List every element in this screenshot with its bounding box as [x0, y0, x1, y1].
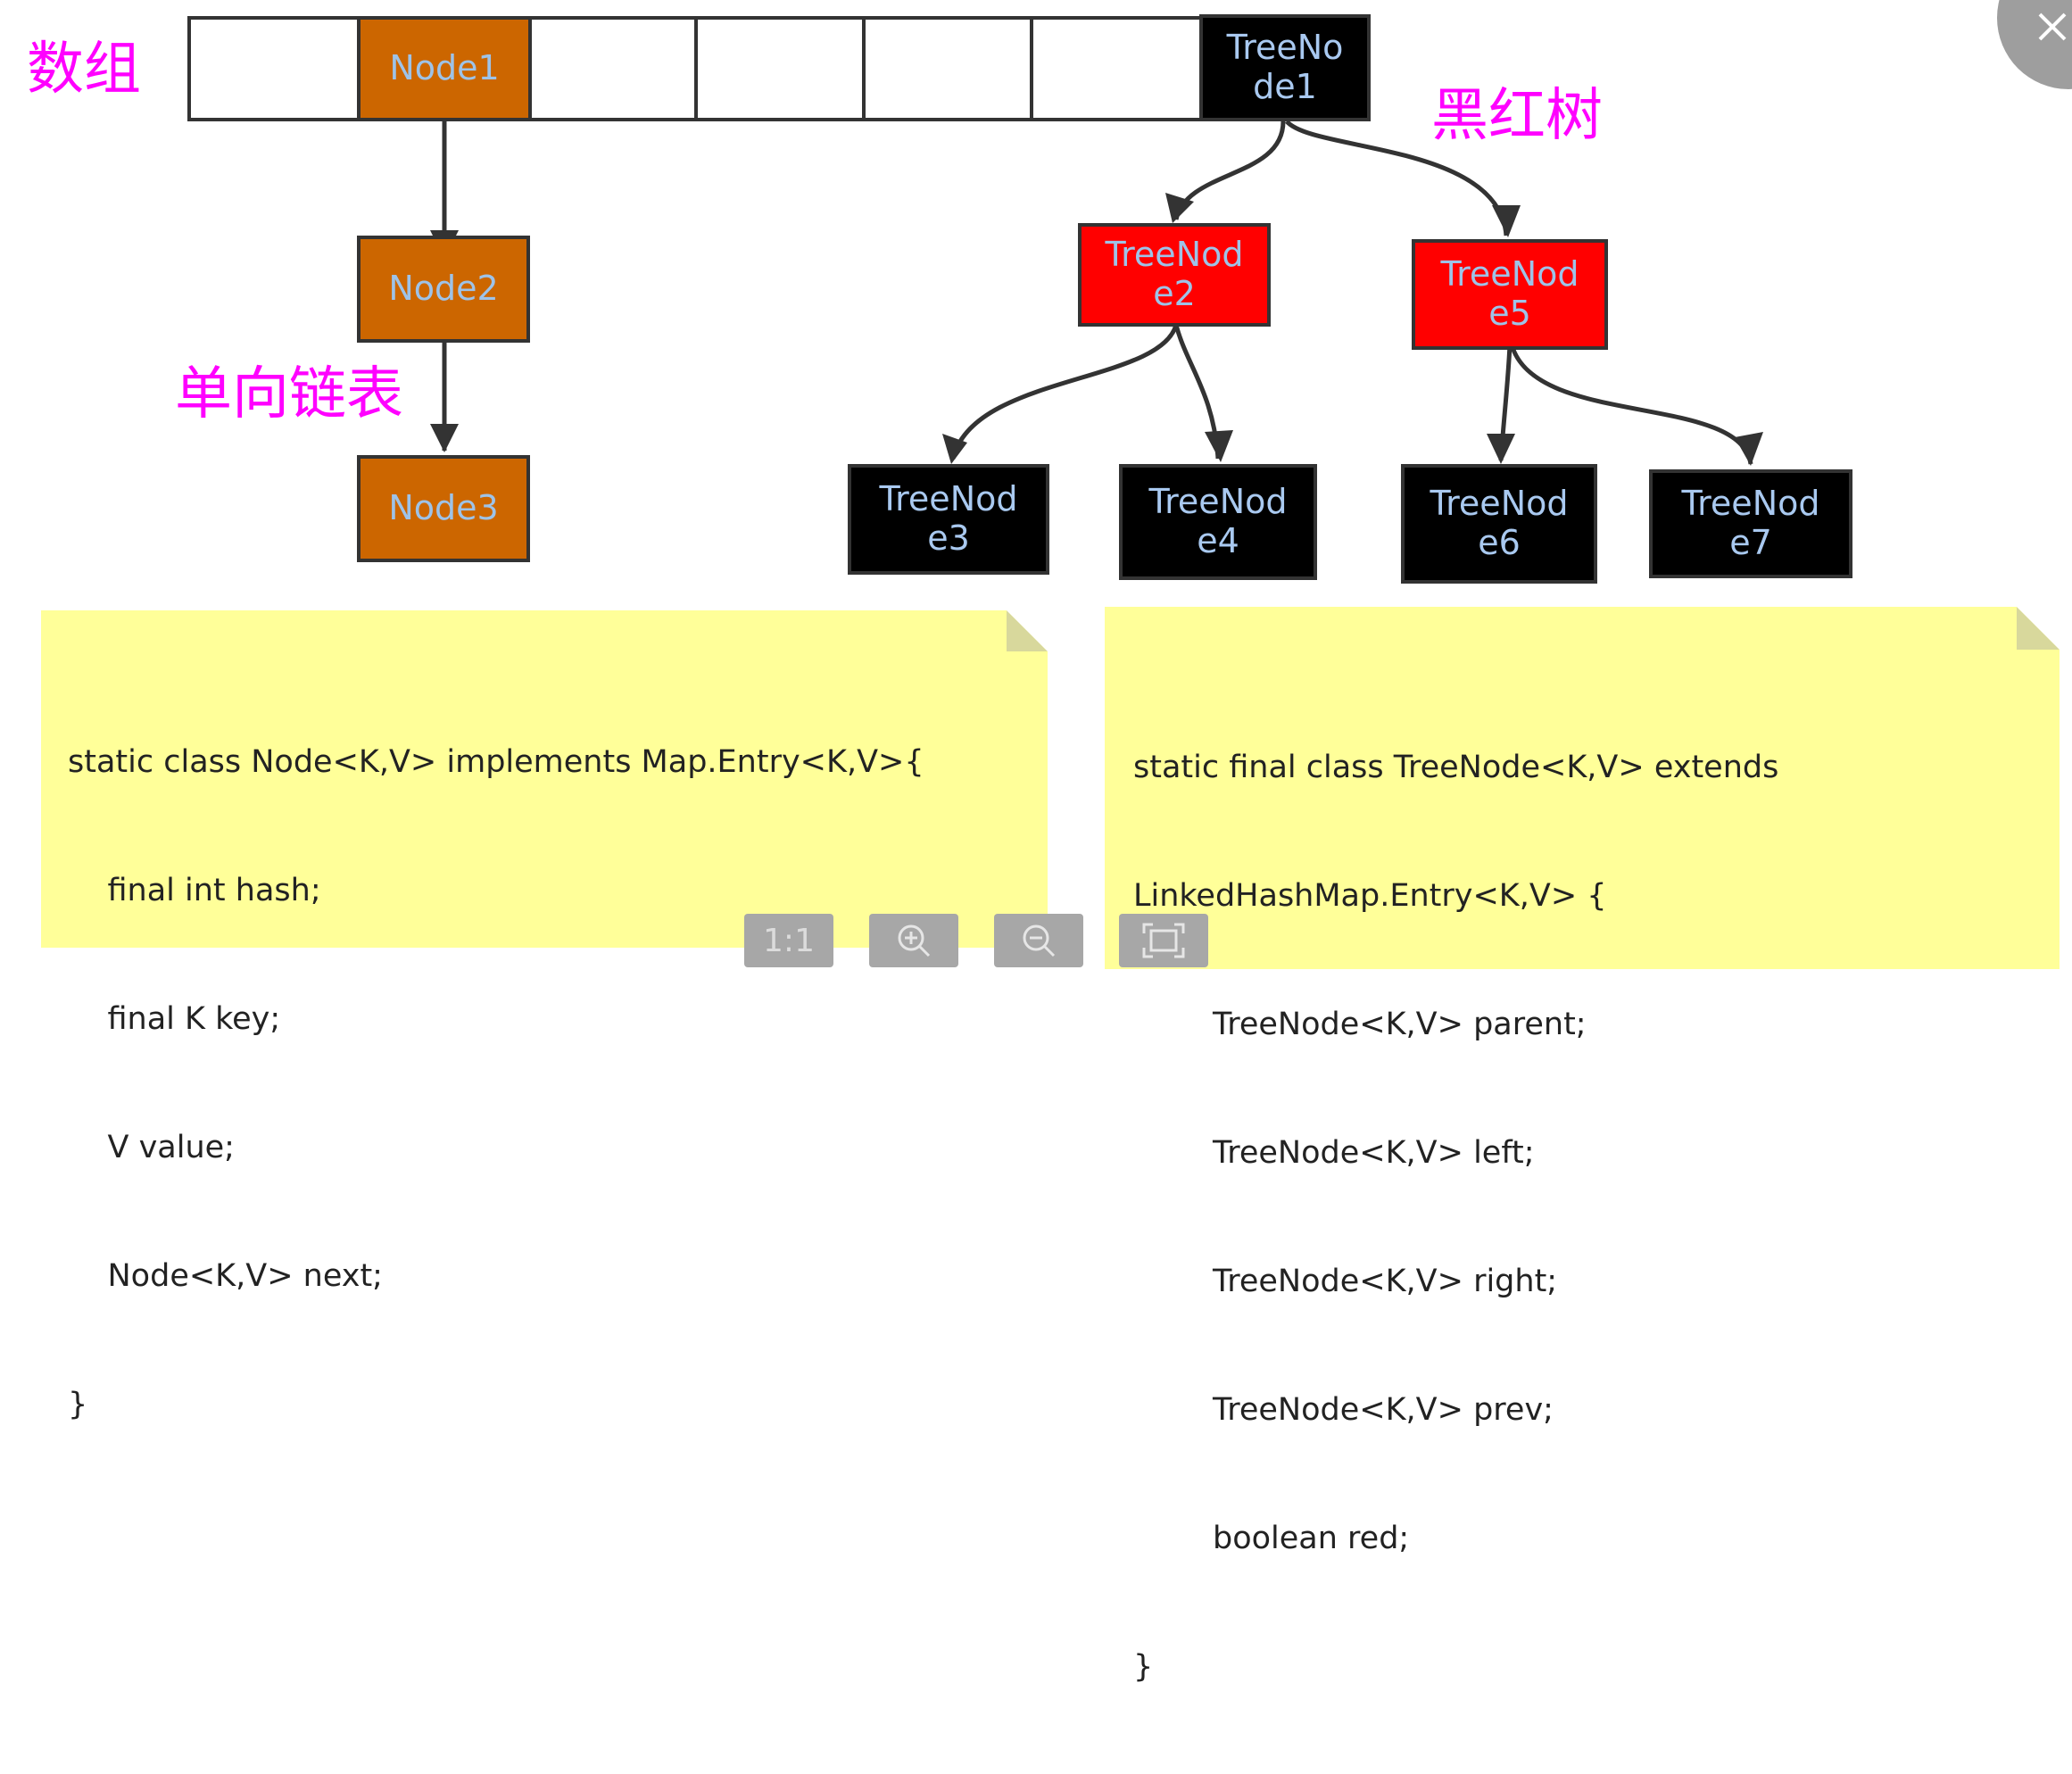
arrowhead-node3 — [430, 424, 459, 452]
array-cell — [187, 16, 361, 121]
fit-screen-icon — [1142, 923, 1185, 958]
node-label-line1: TreeNod — [1105, 235, 1244, 275]
node-label-line1: TreeNo — [1226, 28, 1344, 68]
node-label-line2: e2 — [1153, 274, 1196, 313]
node-label: Node3 — [388, 488, 499, 528]
array-treenode1: TreeNo de1 — [1199, 14, 1371, 121]
edge-treenode1-treenode5 — [1285, 120, 1509, 236]
code-line: V value; — [68, 1130, 235, 1165]
red-black-tree-label: 黑红树 — [1431, 83, 1603, 149]
code-line: static class Node<K,V> implements Map.En… — [68, 744, 924, 780]
node-label-line2: e6 — [1478, 523, 1521, 562]
list-node3: Node3 — [357, 455, 530, 562]
connector-layer — [430, 120, 1763, 466]
actual-size-label: 1:1 — [763, 922, 815, 959]
node-label-line2: e3 — [927, 518, 970, 558]
arrowhead-treenode2 — [1165, 193, 1194, 223]
array-cell — [862, 16, 1033, 121]
zoom-in-icon — [898, 924, 931, 957]
edge-treenode5-treenode7 — [1509, 344, 1753, 465]
list-node2: Node2 — [357, 236, 530, 343]
zoom-out-icon — [1023, 924, 1056, 957]
node-label-line2: e7 — [1729, 523, 1772, 562]
tree-node7: TreeNod e7 — [1649, 469, 1852, 578]
code-line: TreeNode<K,V> prev; — [1133, 1392, 1554, 1428]
edge-treenode2-treenode3 — [950, 324, 1179, 460]
treenode-class-note: static final class TreeNode<K,V> extends… — [1105, 607, 2060, 1685]
arrowhead-treenode7 — [1735, 432, 1763, 466]
array-cell — [694, 16, 866, 121]
array-cell — [528, 16, 698, 121]
node-label-line1: TreeNod — [1681, 484, 1820, 524]
diagram-canvas: 数组 黑红树 单向链表 Node1 TreeNo de1 Node2 Node3… — [27, 0, 2072, 1685]
node-label-line1: TreeNod — [1430, 484, 1569, 524]
node-label: Node1 — [389, 48, 500, 88]
code-line: TreeNode<K,V> parent; — [1133, 1007, 1587, 1042]
actual-size-button[interactable]: 1:1 — [744, 914, 833, 967]
code-line: TreeNode<K,V> right; — [1133, 1264, 1558, 1299]
arrowhead-treenode6 — [1487, 434, 1515, 464]
tree-node4: TreeNod e4 — [1119, 464, 1317, 580]
note-fold-icon — [2017, 607, 2060, 650]
note-fold-icon — [1007, 610, 1048, 651]
tree-node3: TreeNod e3 — [848, 464, 1049, 575]
code-line: } — [68, 1387, 88, 1422]
arrowhead-treenode5 — [1492, 205, 1521, 237]
node-class-note: static class Node<K,V> implements Map.En… — [41, 610, 1048, 1422]
array-label: 数组 — [27, 37, 141, 103]
code-line: LinkedHashMap.Entry<K,V> { — [1133, 878, 1607, 914]
code-line: final K key; — [68, 1001, 281, 1037]
node-label-line2: e4 — [1197, 521, 1239, 560]
node-label-line2: de1 — [1253, 67, 1317, 106]
node-label-line1: TreeNod — [1148, 482, 1288, 522]
code-line: } — [1133, 1649, 1154, 1685]
code-line: TreeNode<K,V> left; — [1133, 1135, 1535, 1171]
tree-node2: TreeNod e2 — [1078, 223, 1271, 327]
node-label: Node2 — [388, 269, 499, 309]
array-cell — [1030, 16, 1205, 121]
array-node1: Node1 — [357, 16, 532, 121]
arrowhead-treenode3 — [942, 434, 967, 464]
code-line: final int hash; — [68, 873, 321, 908]
linked-list-label: 单向链表 — [175, 361, 403, 427]
code-line: Node<K,V> next; — [68, 1258, 383, 1294]
node-label-line1: TreeNod — [1440, 254, 1579, 294]
edge-treenode1-treenode2 — [1173, 120, 1286, 220]
zoom-in-button[interactable] — [869, 914, 958, 967]
arrowhead-treenode4 — [1205, 430, 1233, 462]
close-icon — [2038, 12, 2067, 41]
zoom-out-button[interactable] — [994, 914, 1083, 967]
tree-node5: TreeNod e5 — [1412, 239, 1608, 350]
tree-node6: TreeNod e6 — [1401, 464, 1597, 584]
code-line: boolean red; — [1133, 1521, 1410, 1556]
code-line: static final class TreeNode<K,V> extends — [1133, 750, 1779, 785]
node-label-line2: e5 — [1488, 294, 1531, 333]
fit-screen-button[interactable] — [1119, 914, 1208, 967]
node-label-line1: TreeNod — [879, 479, 1018, 519]
